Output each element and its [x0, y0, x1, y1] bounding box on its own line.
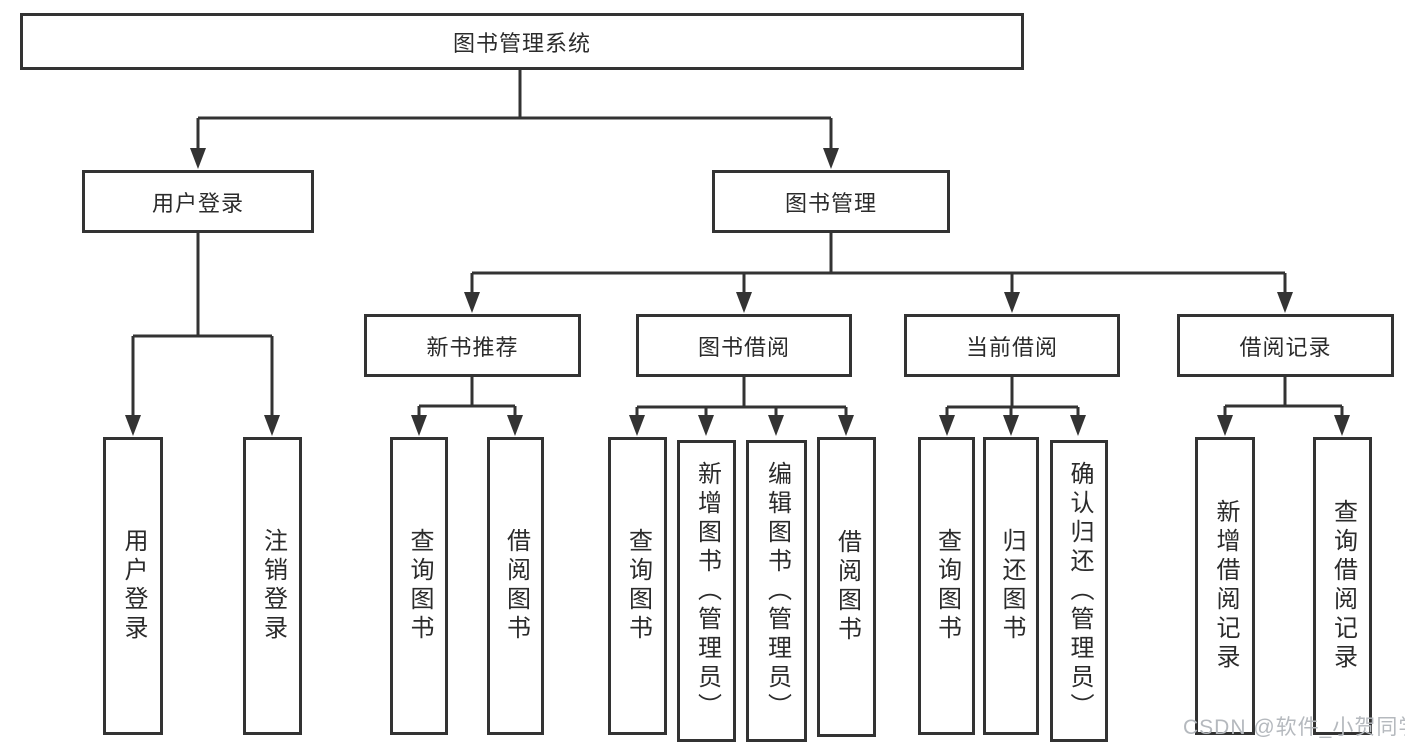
node-user-login: 用户登录 — [82, 170, 314, 233]
arrowheads — [125, 148, 1350, 436]
connector-borrow-to-leaves — [635, 377, 848, 418]
leaf-records-query-record: 查询借阅记录 — [1313, 437, 1372, 735]
connector-records-to-leaves — [1223, 377, 1344, 418]
leaf-newbook-query-books: 查询图书 — [390, 437, 448, 735]
leaf-current-confirm-return-admin: 确认归还（管理员） — [1050, 440, 1108, 742]
watermark: CSDN @软件_小贺同学 — [1183, 716, 1405, 739]
connector-current-to-leaves — [945, 377, 1080, 418]
leaf-records-add-record: 新增借阅记录 — [1195, 437, 1255, 735]
leaf-borrow-add-books-admin: 新增图书（管理员） — [677, 440, 736, 742]
leaf-newbook-borrow-books: 借阅图书 — [487, 437, 544, 735]
connector-login-to-leaves — [131, 233, 274, 418]
leaf-current-return-books: 归还图书 — [983, 437, 1039, 735]
connector-mgmt-to-level3 — [470, 233, 1287, 295]
leaf-current-query-books: 查询图书 — [918, 437, 975, 735]
node-borrow-records: 借阅记录 — [1177, 314, 1394, 377]
leaf-borrow-borrow-books: 借阅图书 — [817, 437, 876, 737]
connector-root-to-level2 — [196, 68, 833, 150]
leaf-logout: 注销登录 — [243, 437, 302, 735]
leaf-user-login: 用户登录 — [103, 437, 163, 735]
leaf-borrow-query-books: 查询图书 — [608, 437, 667, 735]
node-new-book-recommend: 新书推荐 — [364, 314, 581, 377]
node-book-management: 图书管理 — [712, 170, 950, 233]
node-current-borrow: 当前借阅 — [904, 314, 1120, 377]
node-root: 图书管理系统 — [20, 13, 1024, 70]
leaf-borrow-edit-books-admin: 编辑图书（管理员） — [746, 440, 807, 742]
node-book-borrow: 图书借阅 — [636, 314, 852, 377]
connector-newbook-to-leaves — [417, 377, 517, 418]
